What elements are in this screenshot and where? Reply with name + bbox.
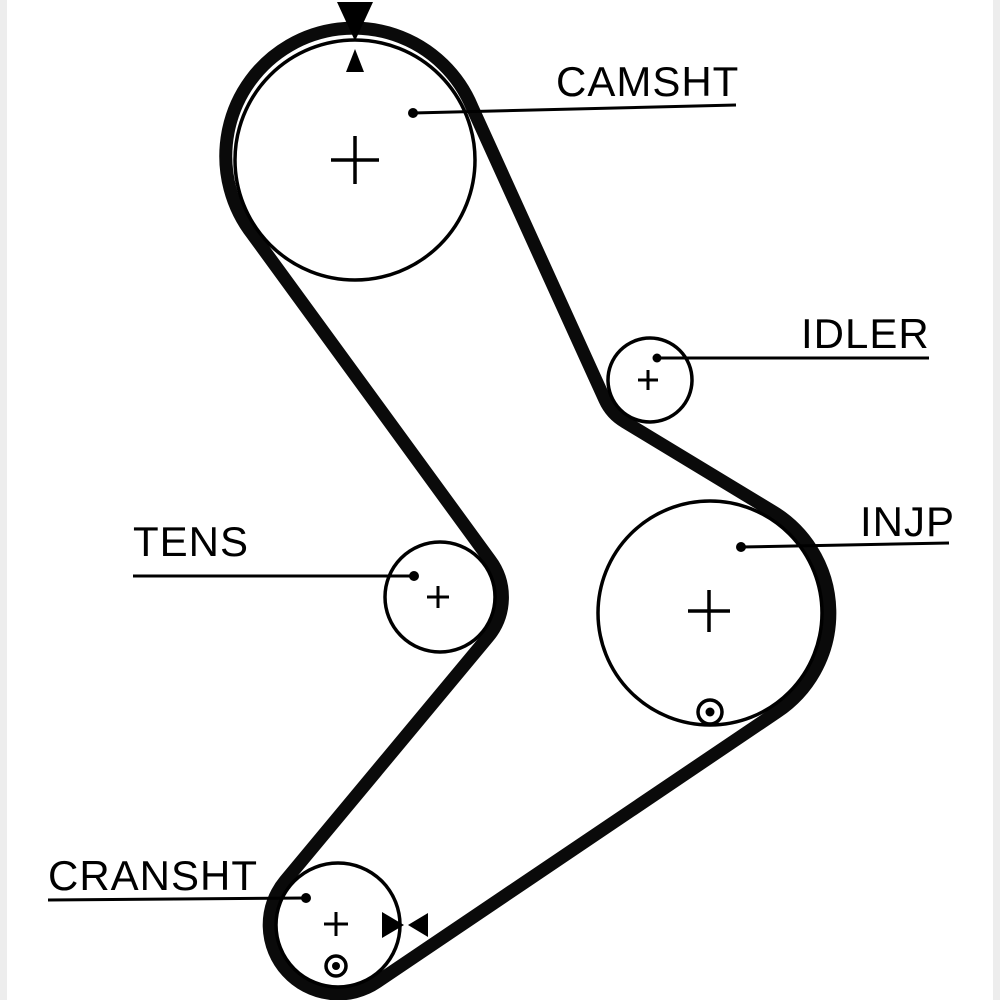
crankshaft-mark-triangle-right-icon [382,912,404,938]
injection-pump-leader-line [740,541,950,549]
right-edge-band [993,0,1000,1000]
crankshaft-label: CRANSHT [48,852,258,899]
camshaft-mark-triangle-down-icon [337,2,373,41]
camshaft-mark-triangle-up-icon [346,49,364,72]
injection-pump-label: INJP [860,498,955,545]
crankshaft-mark-triangle-left-icon [408,913,428,937]
tensioner-plus-icon [427,586,449,608]
camshaft-plus-icon [331,136,379,184]
tensioner-leader-dot [409,571,419,581]
crankshaft-leader-line [47,896,307,902]
crankshaft-plus-icon [324,912,348,936]
camshaft-label: CAMSHT [556,58,739,105]
left-edge-band [0,0,7,1000]
crankshaft-timing-dot-icon [332,962,340,970]
injection-pump-leader-dot [736,542,746,552]
injection-pump-plus-icon [688,590,730,632]
tensioner-label: TENS [133,518,249,565]
crankshaft-leader-dot [301,893,311,903]
injection-pump-timing-dot-icon [705,707,715,717]
idler-leader-dot [652,353,662,363]
camshaft-leader-line [412,103,737,115]
timing-belt [219,21,837,1000]
idler-plus-icon [638,370,658,390]
idler-label: IDLER [801,310,930,357]
camshaft-leader-dot [408,108,418,118]
